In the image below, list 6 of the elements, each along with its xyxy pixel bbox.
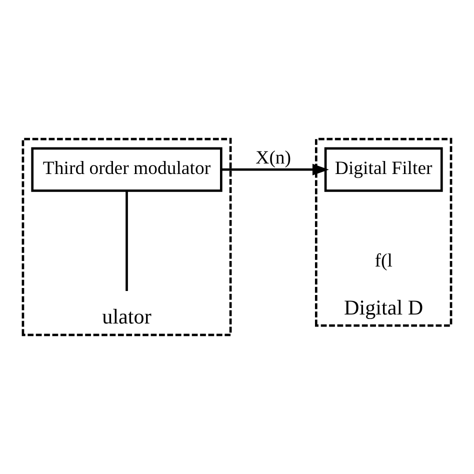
node-box: Digital Filter	[324, 147, 443, 192]
label: f(l	[374, 250, 392, 272]
edge-label: X(n)	[256, 147, 292, 168]
arrow	[221, 164, 329, 176]
connector	[126, 190, 128, 291]
node-box: Third order modulator	[31, 147, 222, 192]
